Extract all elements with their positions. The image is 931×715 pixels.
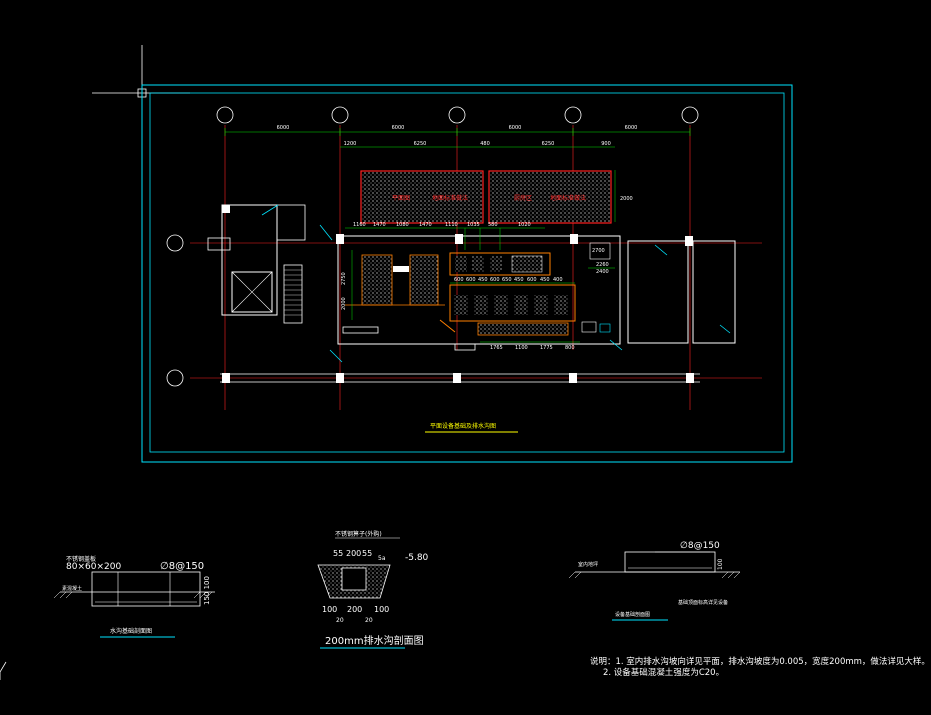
top-dim-4: 6000 <box>625 125 638 131</box>
kitchen-mid-dims: 600 600 450 600 650 450 600 450 400 <box>450 277 575 284</box>
detail-1-trench: 不锈钢盖板 80×60×200 ∅8@150 素混凝土 150 100 水沟基础… <box>53 555 215 638</box>
d1-label-size: 80×60×200 <box>66 562 121 572</box>
pad-label-2: 地面标准做法 <box>432 194 468 202</box>
ks-1: 2700 <box>592 248 605 254</box>
d1-label-rebar: ∅8@150 <box>160 561 204 572</box>
kl-1: 1765 <box>490 345 503 351</box>
dim-row-4: 6250 <box>542 141 555 147</box>
ucs-icon <box>0 661 7 680</box>
d2-dt-2: 200 <box>346 549 361 558</box>
d3-left-label: 室内地坪 <box>578 561 598 568</box>
d1-label-concrete: 素混凝土 <box>62 585 82 592</box>
d2-top-label: 不锈钢箅子(外购) <box>335 530 382 538</box>
d2-level: -5.80 <box>405 553 429 563</box>
dim-row-5: 900 <box>601 141 611 147</box>
d3-title: 设备基础剖面图 <box>615 611 650 618</box>
km-1: 600 <box>454 277 464 283</box>
kitchen-walls <box>319 224 621 363</box>
kitchen-left-dims: 2750 2000 <box>341 250 353 320</box>
d3-right-label: 基础顶面标高详见设备 <box>678 599 728 606</box>
kd-3: 1080 <box>396 222 409 228</box>
d1-title: 水沟基础剖面图 <box>110 627 152 635</box>
kd-8: 1020 <box>518 222 531 228</box>
grid-bubbles <box>166 106 699 387</box>
dim-row-2: 6250 <box>414 141 427 147</box>
kl-3: 1775 <box>540 345 553 351</box>
stair-elevator-core <box>207 204 306 324</box>
right-rooms <box>609 236 736 351</box>
crosshair-cursor <box>92 45 190 140</box>
km-6: 450 <box>514 277 524 283</box>
note-line-2: 2. 设备基础混凝土强度为C20。 <box>603 667 724 678</box>
kitchen-equipment-pads <box>342 252 576 336</box>
d3-dim: 100 <box>717 558 724 570</box>
dim-row-3: 480 <box>480 141 490 147</box>
top-dimension-chain: 6000 6000 6000 6000 <box>224 125 691 136</box>
kd-5: 1110 <box>445 222 458 228</box>
notes: 说明：1. 室内排水沟坡向详见平面，排水沟坡度为0.005，宽度200mm，做法… <box>590 656 930 678</box>
top-dim-3: 6000 <box>509 125 522 131</box>
d1-label-cover: 不锈钢盖板 <box>66 555 96 563</box>
kv-2: 2000 <box>341 297 347 310</box>
detail-3-equipment-base: ∅8@150 室内地坪 基础顶面标高详见设备 100 设备基础剖面图 <box>568 541 741 621</box>
top-dim-1: 6000 <box>277 125 290 131</box>
d2-db2-1: 20 <box>336 617 344 624</box>
km-5: 650 <box>502 277 512 283</box>
kitchen-upper-dims: 1160 1470 1080 1470 1110 1035 580 1020 <box>345 222 545 250</box>
kd-6: 1035 <box>467 222 480 228</box>
kitchen-side-dims: 2700 2260 2400 <box>581 242 615 333</box>
kl-2: 1100 <box>515 345 528 351</box>
dim-right-vertical: 2000 <box>620 196 633 202</box>
km-7: 600 <box>527 277 537 283</box>
bottom-wall <box>220 373 700 383</box>
pad-label-4: 地面标准做法 <box>550 194 586 202</box>
kv-1: 2750 <box>341 272 347 285</box>
km-9: 400 <box>553 277 563 283</box>
kd-2: 1470 <box>373 222 386 228</box>
kitchen-lower-dims: 1765 1100 1775 800 <box>480 341 580 351</box>
detail-2-drain: 不锈钢箅子(外购) 55 200 55 5a -5.80 100 200 100… <box>317 530 429 649</box>
plan-title: 平面设备基础及排水沟图 <box>425 422 518 433</box>
d2-dt-3: 55 <box>362 549 372 558</box>
d2-db2-2: 20 <box>365 617 373 624</box>
d2-dt-4: 5a <box>378 555 386 562</box>
kd-1: 1160 <box>353 222 366 228</box>
km-8: 450 <box>540 277 550 283</box>
kd-7: 580 <box>488 222 498 228</box>
d2-title: 200mm排水沟剖面图 <box>325 634 424 647</box>
drawing-frame <box>141 84 793 463</box>
pad-label-3: 厨房区 <box>514 194 532 202</box>
plan-top-dims: 1200 6250 480 6250 900 2000 <box>340 141 633 222</box>
d2-db-1: 100 <box>322 605 337 614</box>
km-4: 600 <box>490 277 500 283</box>
d2-dt-1: 55 <box>333 549 343 558</box>
d2-db-3: 100 <box>374 605 389 614</box>
top-dim-2: 6000 <box>392 125 405 131</box>
ks-2: 2260 <box>596 262 609 268</box>
d2-db-2: 200 <box>347 605 362 614</box>
plan-title-text: 平面设备基础及排水沟图 <box>430 422 496 430</box>
km-2: 600 <box>466 277 476 283</box>
pad-label-1: 平面图 <box>392 195 410 202</box>
ks-3: 2400 <box>596 269 609 275</box>
top-equipment-pads: 平面图 地面标准做法 厨房区 地面标准做法 <box>360 170 612 224</box>
d1-dim: 150 100 <box>203 576 211 605</box>
note-line-1: 说明：1. 室内排水沟坡向详见平面，排水沟坡度为0.005，宽度200mm，做法… <box>590 656 930 667</box>
km-3: 450 <box>478 277 488 283</box>
kd-4: 1470 <box>419 222 432 228</box>
grid-lines <box>190 125 762 410</box>
dim-row-1: 1200 <box>344 141 357 147</box>
kl-4: 800 <box>565 345 575 351</box>
d3-rebar: ∅8@150 <box>680 541 720 551</box>
